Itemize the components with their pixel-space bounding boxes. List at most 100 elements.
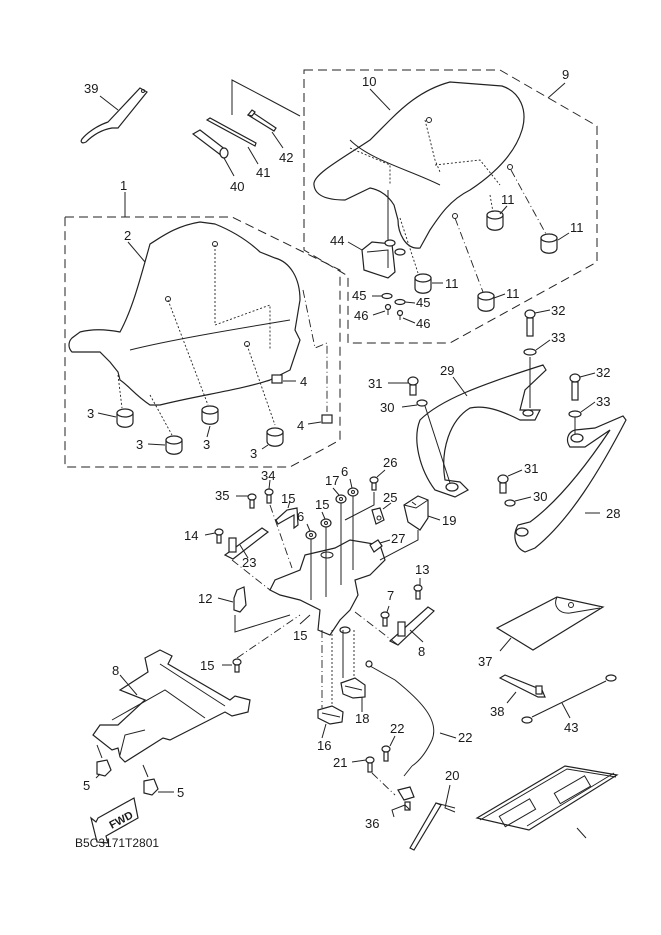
callout-42[interactable]: 42 <box>279 150 293 165</box>
callout-30-a[interactable]: 30 <box>380 400 394 415</box>
callout-17-b[interactable]: 6 <box>341 464 348 479</box>
washer-33-b <box>568 410 582 418</box>
guide-line <box>96 744 103 759</box>
callout-29[interactable]: 29 <box>440 363 454 378</box>
callout-8-a[interactable]: 5 <box>83 778 90 793</box>
callout-36[interactable]: 37 <box>478 654 492 669</box>
callout-3-d[interactable]: 3 <box>250 446 257 461</box>
callout-39[interactable]: 39 <box>84 81 98 96</box>
helmet-wire-38 <box>521 674 617 724</box>
callout-45-b[interactable]: 45 <box>416 295 430 310</box>
callout-34[interactable]: 15 <box>281 491 295 506</box>
leader-44 <box>347 241 363 251</box>
callout-22-b[interactable]: 21 <box>333 755 347 770</box>
callout-6-b[interactable]: 15 <box>315 497 329 512</box>
leader-3c <box>206 425 211 438</box>
callout-26[interactable]: 26 <box>383 455 397 470</box>
leader-30a <box>401 404 418 408</box>
callout-11-b[interactable]: 11 <box>570 220 584 235</box>
nut-6-b <box>320 518 332 528</box>
callout-24[interactable]: 15 <box>200 658 214 673</box>
bolt-15-c <box>413 584 423 600</box>
callout-3-a[interactable]: 3 <box>87 406 94 421</box>
callout-11-a[interactable]: 11 <box>501 192 515 207</box>
callout-22-a[interactable]: 22 <box>390 721 404 736</box>
screw-46-b <box>396 309 404 320</box>
grab-bar-29 <box>416 364 547 498</box>
callout-15-c[interactable]: 13 <box>415 562 429 577</box>
leader-17a <box>332 487 340 496</box>
callout-6-a[interactable]: 6 <box>297 509 304 524</box>
callout-45-a[interactable]: 45 <box>352 288 366 303</box>
callout-46-a[interactable]: 46 <box>354 308 368 323</box>
leader-22b <box>351 759 367 763</box>
callout-41[interactable]: 41 <box>256 165 270 180</box>
leader-27 <box>379 539 391 544</box>
callout-15-d[interactable]: 7 <box>387 588 394 603</box>
bolt-22-b <box>365 756 375 773</box>
bolt-15-a <box>247 493 257 509</box>
callout-33-a[interactable]: 33 <box>551 330 565 345</box>
callout-27[interactable]: 27 <box>391 531 405 546</box>
callout-32-b[interactable]: 32 <box>596 365 610 380</box>
leader-33a <box>535 339 551 351</box>
callout-1[interactable]: 1 <box>120 178 127 193</box>
leader-20 <box>391 804 411 818</box>
callout-46-b[interactable]: 46 <box>416 316 430 331</box>
leader-5 <box>321 723 327 739</box>
washer-45-b <box>394 298 406 306</box>
leader-9 <box>547 82 566 99</box>
callout-8-b[interactable]: 5 <box>177 785 184 800</box>
seat-damper-11-c <box>414 273 432 294</box>
callout-2[interactable]: 2 <box>124 228 131 243</box>
callout-31-b[interactable]: 31 <box>524 461 538 476</box>
callout-37[interactable]: 38 <box>490 704 504 719</box>
callout-38[interactable]: 43 <box>564 720 578 735</box>
callout-3-c[interactable]: 3 <box>203 437 210 452</box>
callout-21[interactable]: 20 <box>445 768 459 783</box>
leader-14 <box>239 544 249 559</box>
seat-frame-bracket-7 <box>92 649 251 763</box>
guide-line <box>454 217 484 293</box>
callout-18[interactable]: 22 <box>458 730 472 745</box>
callout-25[interactable]: 25 <box>383 490 397 505</box>
callout-7[interactable]: 8 <box>112 663 119 678</box>
callout-30-b[interactable]: 30 <box>533 489 547 504</box>
callout-9[interactable]: 9 <box>562 67 569 82</box>
callout-32-a[interactable]: 32 <box>551 303 565 318</box>
callout-14[interactable]: 23 <box>242 555 256 570</box>
callout-16[interactable]: 18 <box>355 711 369 726</box>
callout-20[interactable]: 36 <box>365 816 379 831</box>
seat-damper-11-b <box>540 233 558 254</box>
callout-10[interactable]: 10 <box>362 74 376 89</box>
seat-damper-3-b <box>165 435 183 455</box>
leader-35 <box>268 479 271 490</box>
callout-13[interactable]: 8 <box>418 644 425 659</box>
callout-15-a[interactable]: 35 <box>215 488 229 503</box>
leader-3b <box>147 443 166 446</box>
leader-3d <box>261 444 269 450</box>
callout-28[interactable]: 28 <box>606 506 620 521</box>
callout-3-b[interactable]: 3 <box>136 437 143 452</box>
callout-19[interactable]: 19 <box>442 513 456 528</box>
callout-17-a[interactable]: 17 <box>325 473 339 488</box>
callout-4-a[interactable]: 4 <box>300 374 307 389</box>
callout-5[interactable]: 16 <box>317 738 331 753</box>
leader-2 <box>127 241 146 263</box>
callout-11-d[interactable]: 11 <box>506 286 520 301</box>
callout-44[interactable]: 44 <box>330 233 344 248</box>
callout-31-a[interactable]: 31 <box>368 376 382 391</box>
leader-3a <box>97 412 117 418</box>
callout-33-b[interactable]: 33 <box>596 394 610 409</box>
callout-12[interactable]: 15 <box>293 628 307 643</box>
callout-11-c[interactable]: 11 <box>445 276 459 291</box>
lock-holder-20 <box>397 786 415 811</box>
callout-15-b[interactable]: 14 <box>184 528 198 543</box>
callout-23[interactable]: 12 <box>198 591 212 606</box>
callout-35[interactable]: 34 <box>261 468 275 483</box>
leader-13 <box>409 629 424 643</box>
callout-40[interactable]: 40 <box>230 179 244 194</box>
leader-4b <box>307 421 322 425</box>
callout-4-b[interactable]: 4 <box>297 418 304 433</box>
